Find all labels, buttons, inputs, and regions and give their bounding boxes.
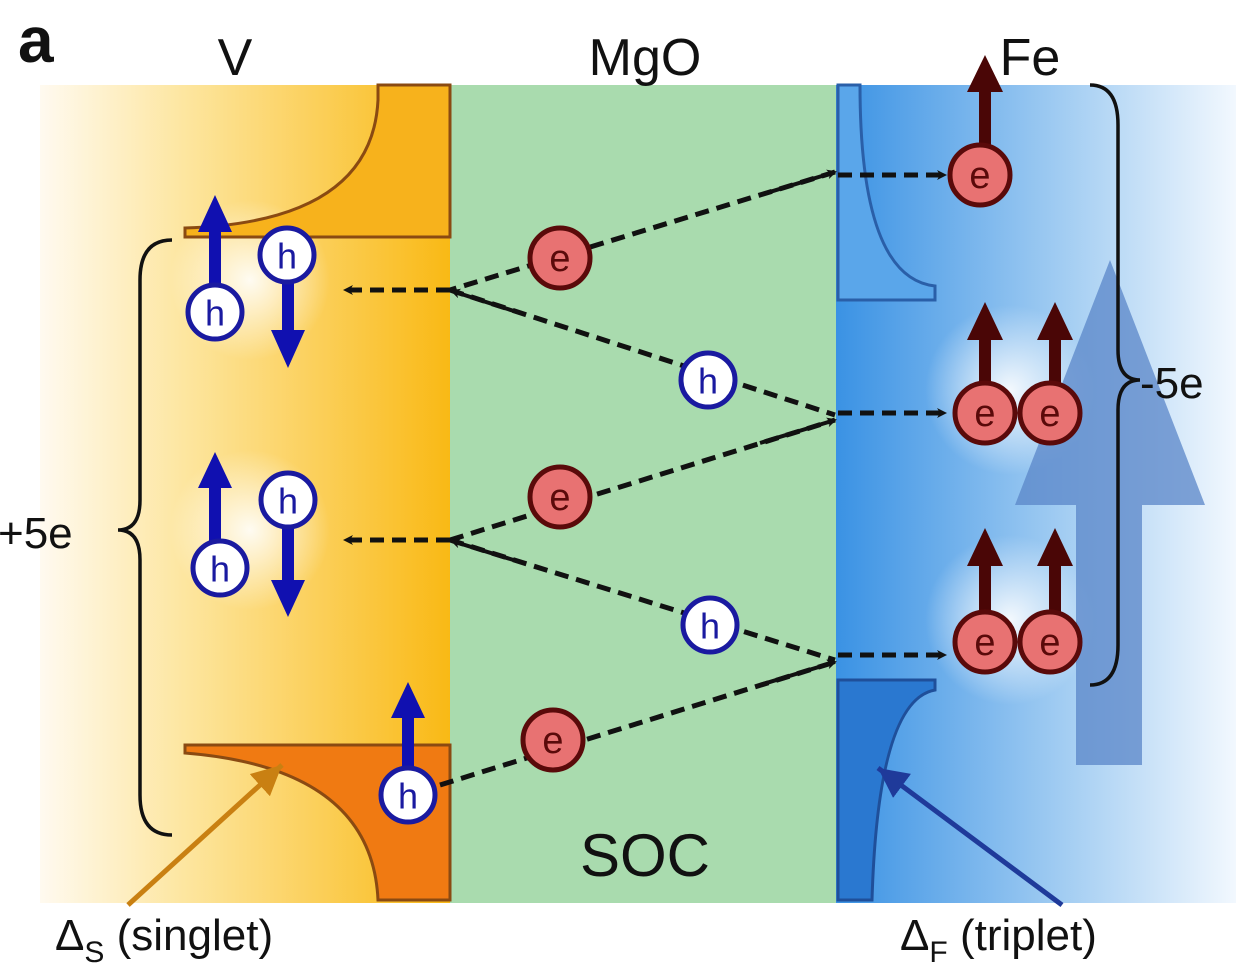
glow	[170, 450, 330, 610]
hole-label: h	[700, 606, 720, 647]
spin-up-arrow-icon	[1037, 528, 1073, 615]
electron-label: e	[549, 238, 570, 280]
hole: h	[680, 595, 740, 655]
layer-label-v: V	[218, 29, 253, 87]
hole-circle-icon	[257, 225, 317, 285]
electron: e	[1017, 380, 1083, 446]
spin-up-arrow-icon	[967, 55, 1003, 150]
arrow-head	[759, 659, 837, 687]
hole-circle-icon	[185, 282, 245, 342]
spin-up-arrow-icon	[967, 528, 1003, 615]
electron: e	[527, 464, 593, 530]
hole-spin-arrows	[198, 195, 425, 775]
spin-up-arrow-icon	[1037, 302, 1073, 385]
arrow-head	[450, 288, 521, 315]
spin-down-arrow-icon	[271, 522, 305, 617]
arrow-head	[759, 417, 837, 445]
electron-label: e	[542, 720, 563, 762]
arrow-head	[450, 538, 521, 564]
electron-label: e	[1039, 393, 1060, 435]
electron-label: e	[974, 622, 995, 664]
right-brace	[1089, 83, 1141, 687]
fe-lower-gap-edge	[836, 678, 937, 902]
electron-circle-icon	[527, 464, 593, 530]
hole-label: h	[210, 549, 230, 590]
hole-circle-icon	[680, 595, 740, 655]
hole-label: h	[205, 293, 225, 334]
fe-upper-gap-edge	[836, 83, 937, 302]
electron-label: e	[974, 393, 995, 435]
hole: h	[678, 350, 738, 410]
hole: h	[190, 538, 250, 598]
hole-circle-icon	[258, 470, 318, 530]
hole-label: h	[277, 236, 297, 277]
soc-label: SOC	[580, 822, 710, 889]
spin-up-arrow-icon	[198, 195, 232, 300]
spin-down-arrow-icon	[271, 275, 305, 368]
hole: h	[257, 225, 317, 285]
singlet-gap-label: ΔS (singlet)	[55, 911, 273, 969]
electron-path	[439, 659, 836, 788]
electron-circle-icon	[520, 707, 586, 773]
electron-circle-icon	[952, 380, 1018, 446]
electron-circle-icon	[527, 225, 593, 291]
hole: h	[378, 765, 438, 825]
panel-label: a	[18, 4, 54, 76]
charge-left: +5e	[0, 509, 73, 558]
electron-spin-arrows	[967, 55, 1073, 615]
layer-label-mgo: MgO	[589, 29, 702, 87]
electron-circle-icon	[952, 609, 1018, 675]
electron: e	[527, 225, 593, 291]
spin-up-arrow-icon	[198, 452, 232, 555]
triplet-gap-label: ΔF (triplet)	[900, 911, 1097, 969]
hole: h	[258, 470, 318, 530]
electron-circle-icon	[1017, 380, 1083, 446]
electron-circle-icon	[947, 142, 1013, 208]
electron-label: e	[1039, 622, 1060, 664]
singlet-gap-pointer-arrow	[126, 763, 284, 907]
electron: e	[1017, 609, 1083, 675]
electron: e	[947, 142, 1013, 208]
charge-right: -5e	[1140, 359, 1204, 408]
arrow-head	[759, 169, 837, 197]
hole-circle-icon	[378, 765, 438, 825]
v-upper-gap-edge	[183, 83, 452, 239]
electron: e	[952, 380, 1018, 446]
triplet-gap-pointer-arrow	[876, 765, 1064, 908]
hole-circle-icon	[190, 538, 250, 598]
spin-up-arrow-icon	[967, 302, 1003, 385]
electron-circle-icon	[1017, 609, 1083, 675]
hole-label: h	[398, 776, 418, 817]
mgo-region	[450, 85, 836, 903]
hole-circle-icon	[678, 350, 738, 410]
left-brace	[117, 238, 173, 837]
spin-up-arrow-icon	[391, 682, 425, 775]
hole: h	[185, 282, 245, 342]
hole-label: h	[278, 481, 298, 522]
electron-label: e	[549, 477, 570, 519]
electron: e	[520, 707, 586, 773]
hole-label: h	[698, 361, 718, 402]
electron-label: e	[969, 155, 990, 197]
layer-label-fe: Fe	[1000, 29, 1061, 87]
electron: e	[952, 609, 1018, 675]
